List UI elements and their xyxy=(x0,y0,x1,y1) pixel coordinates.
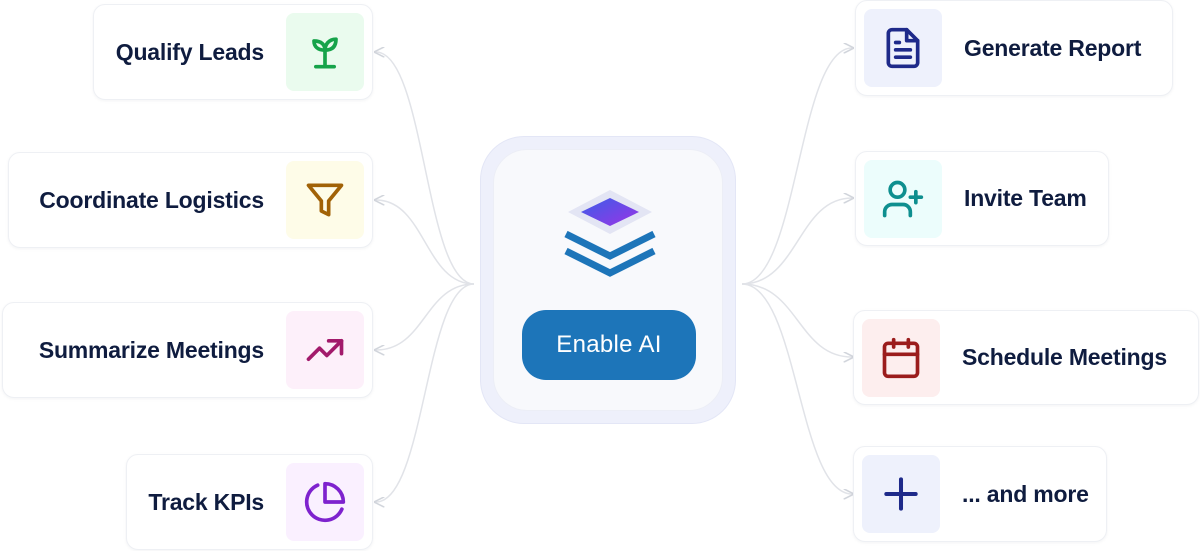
action-label: Coordinate Logistics xyxy=(39,186,264,213)
action-card-track-kpis[interactable]: Track KPIs xyxy=(126,454,373,550)
action-label: ... and more xyxy=(962,480,1089,507)
connector-schedule-meetings xyxy=(741,283,852,357)
connector-qualify-leads xyxy=(376,52,475,285)
pie-chart-icon xyxy=(304,481,346,523)
document-icon xyxy=(886,27,920,69)
user-plus-icon xyxy=(882,180,924,218)
action-label: Generate Report xyxy=(964,34,1142,61)
connector-coordinate-logistics xyxy=(376,200,475,285)
action-label: Invite Team xyxy=(964,185,1087,211)
icon-tile xyxy=(286,311,364,389)
connector-generate-report xyxy=(741,48,852,285)
action-card-schedule-meetings[interactable]: Schedule Meetings xyxy=(853,310,1199,405)
enable-ai-button[interactable]: Enable AI xyxy=(522,310,696,380)
action-card-invite-team[interactable]: Invite Team xyxy=(855,151,1109,246)
icon-tile xyxy=(862,455,940,533)
trending-up-icon xyxy=(306,339,344,361)
action-label: Qualify Leads xyxy=(115,38,264,65)
connector-track-kpis xyxy=(376,283,475,502)
funnel-icon xyxy=(306,183,344,217)
stacked-layers-icon xyxy=(564,190,656,277)
action-card-generate-report[interactable]: Generate Report xyxy=(855,0,1173,96)
action-card-coordinate-logistics[interactable]: Coordinate Logistics xyxy=(8,152,373,248)
connector-summarize-meetings xyxy=(376,283,475,350)
icon-tile xyxy=(864,9,942,87)
icon-tile xyxy=(286,161,364,239)
connector-and-more xyxy=(741,283,852,494)
action-card-summarize-meetings[interactable]: Summarize Meetings xyxy=(2,302,373,398)
icon-tile xyxy=(862,319,940,397)
action-label: Summarize Meetings xyxy=(38,336,264,363)
icon-tile xyxy=(286,463,364,541)
action-card-and-more[interactable]: ... and more xyxy=(853,446,1107,542)
action-label: Schedule Meetings xyxy=(962,344,1167,370)
ai-hub-panel: Enable AI xyxy=(493,149,723,411)
connector-invite-team xyxy=(741,198,852,285)
calendar-icon xyxy=(882,337,920,379)
action-card-qualify-leads[interactable]: Qualify Leads xyxy=(93,4,373,100)
plus-icon xyxy=(884,477,918,511)
icon-tile xyxy=(864,160,942,238)
icon-tile xyxy=(286,13,364,91)
ai-hub: Enable AI xyxy=(480,136,736,424)
sprout-icon xyxy=(312,37,338,69)
action-label: Track KPIs xyxy=(148,488,264,515)
